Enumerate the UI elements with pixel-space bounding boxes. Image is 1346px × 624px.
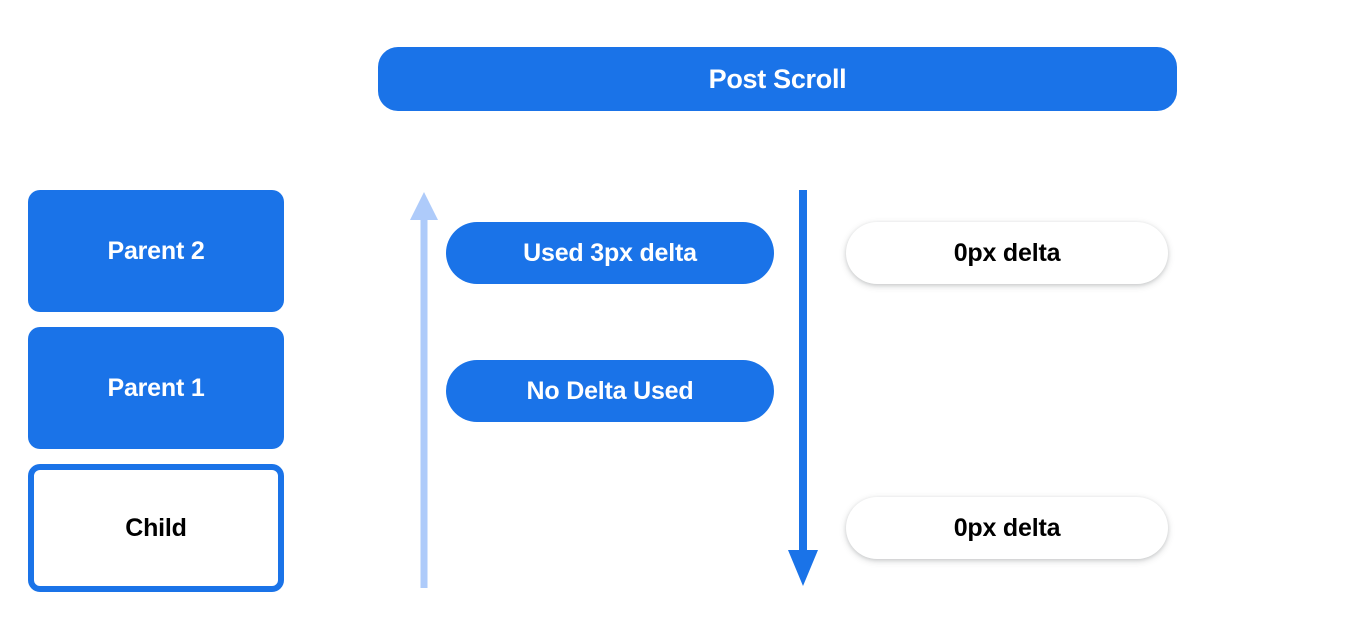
pill-zero-delta-top[interactable]: 0px delta (846, 222, 1168, 284)
pill-no-delta-used[interactable]: No Delta Used (446, 360, 774, 422)
pill-zero-delta-bottom[interactable]: 0px delta (846, 497, 1168, 559)
pill-used-3px-delta-label: Used 3px delta (523, 238, 697, 267)
post-scroll-banner-label: Post Scroll (708, 63, 847, 94)
scroll-down-arrow (786, 190, 820, 593)
node-child-label: Child (125, 513, 187, 542)
pill-no-delta-used-label: No Delta Used (526, 376, 694, 405)
pill-zero-delta-top-label: 0px delta (953, 238, 1061, 267)
node-parent-2[interactable]: Parent 2 (28, 190, 284, 312)
arrow-down-icon (788, 190, 818, 586)
arrow-up-icon (410, 192, 438, 588)
post-scroll-banner: Post Scroll (378, 47, 1177, 111)
node-parent-2-label: Parent 2 (107, 236, 205, 265)
pill-zero-delta-bottom-label: 0px delta (953, 513, 1061, 542)
scroll-up-arrow (408, 190, 440, 593)
scroll-chain-stack: Parent 2 Parent 1 Child (28, 190, 284, 592)
pill-used-3px-delta[interactable]: Used 3px delta (446, 222, 774, 284)
node-parent-1-label: Parent 1 (107, 373, 205, 402)
node-child[interactable]: Child (28, 464, 284, 592)
node-parent-1[interactable]: Parent 1 (28, 327, 284, 449)
